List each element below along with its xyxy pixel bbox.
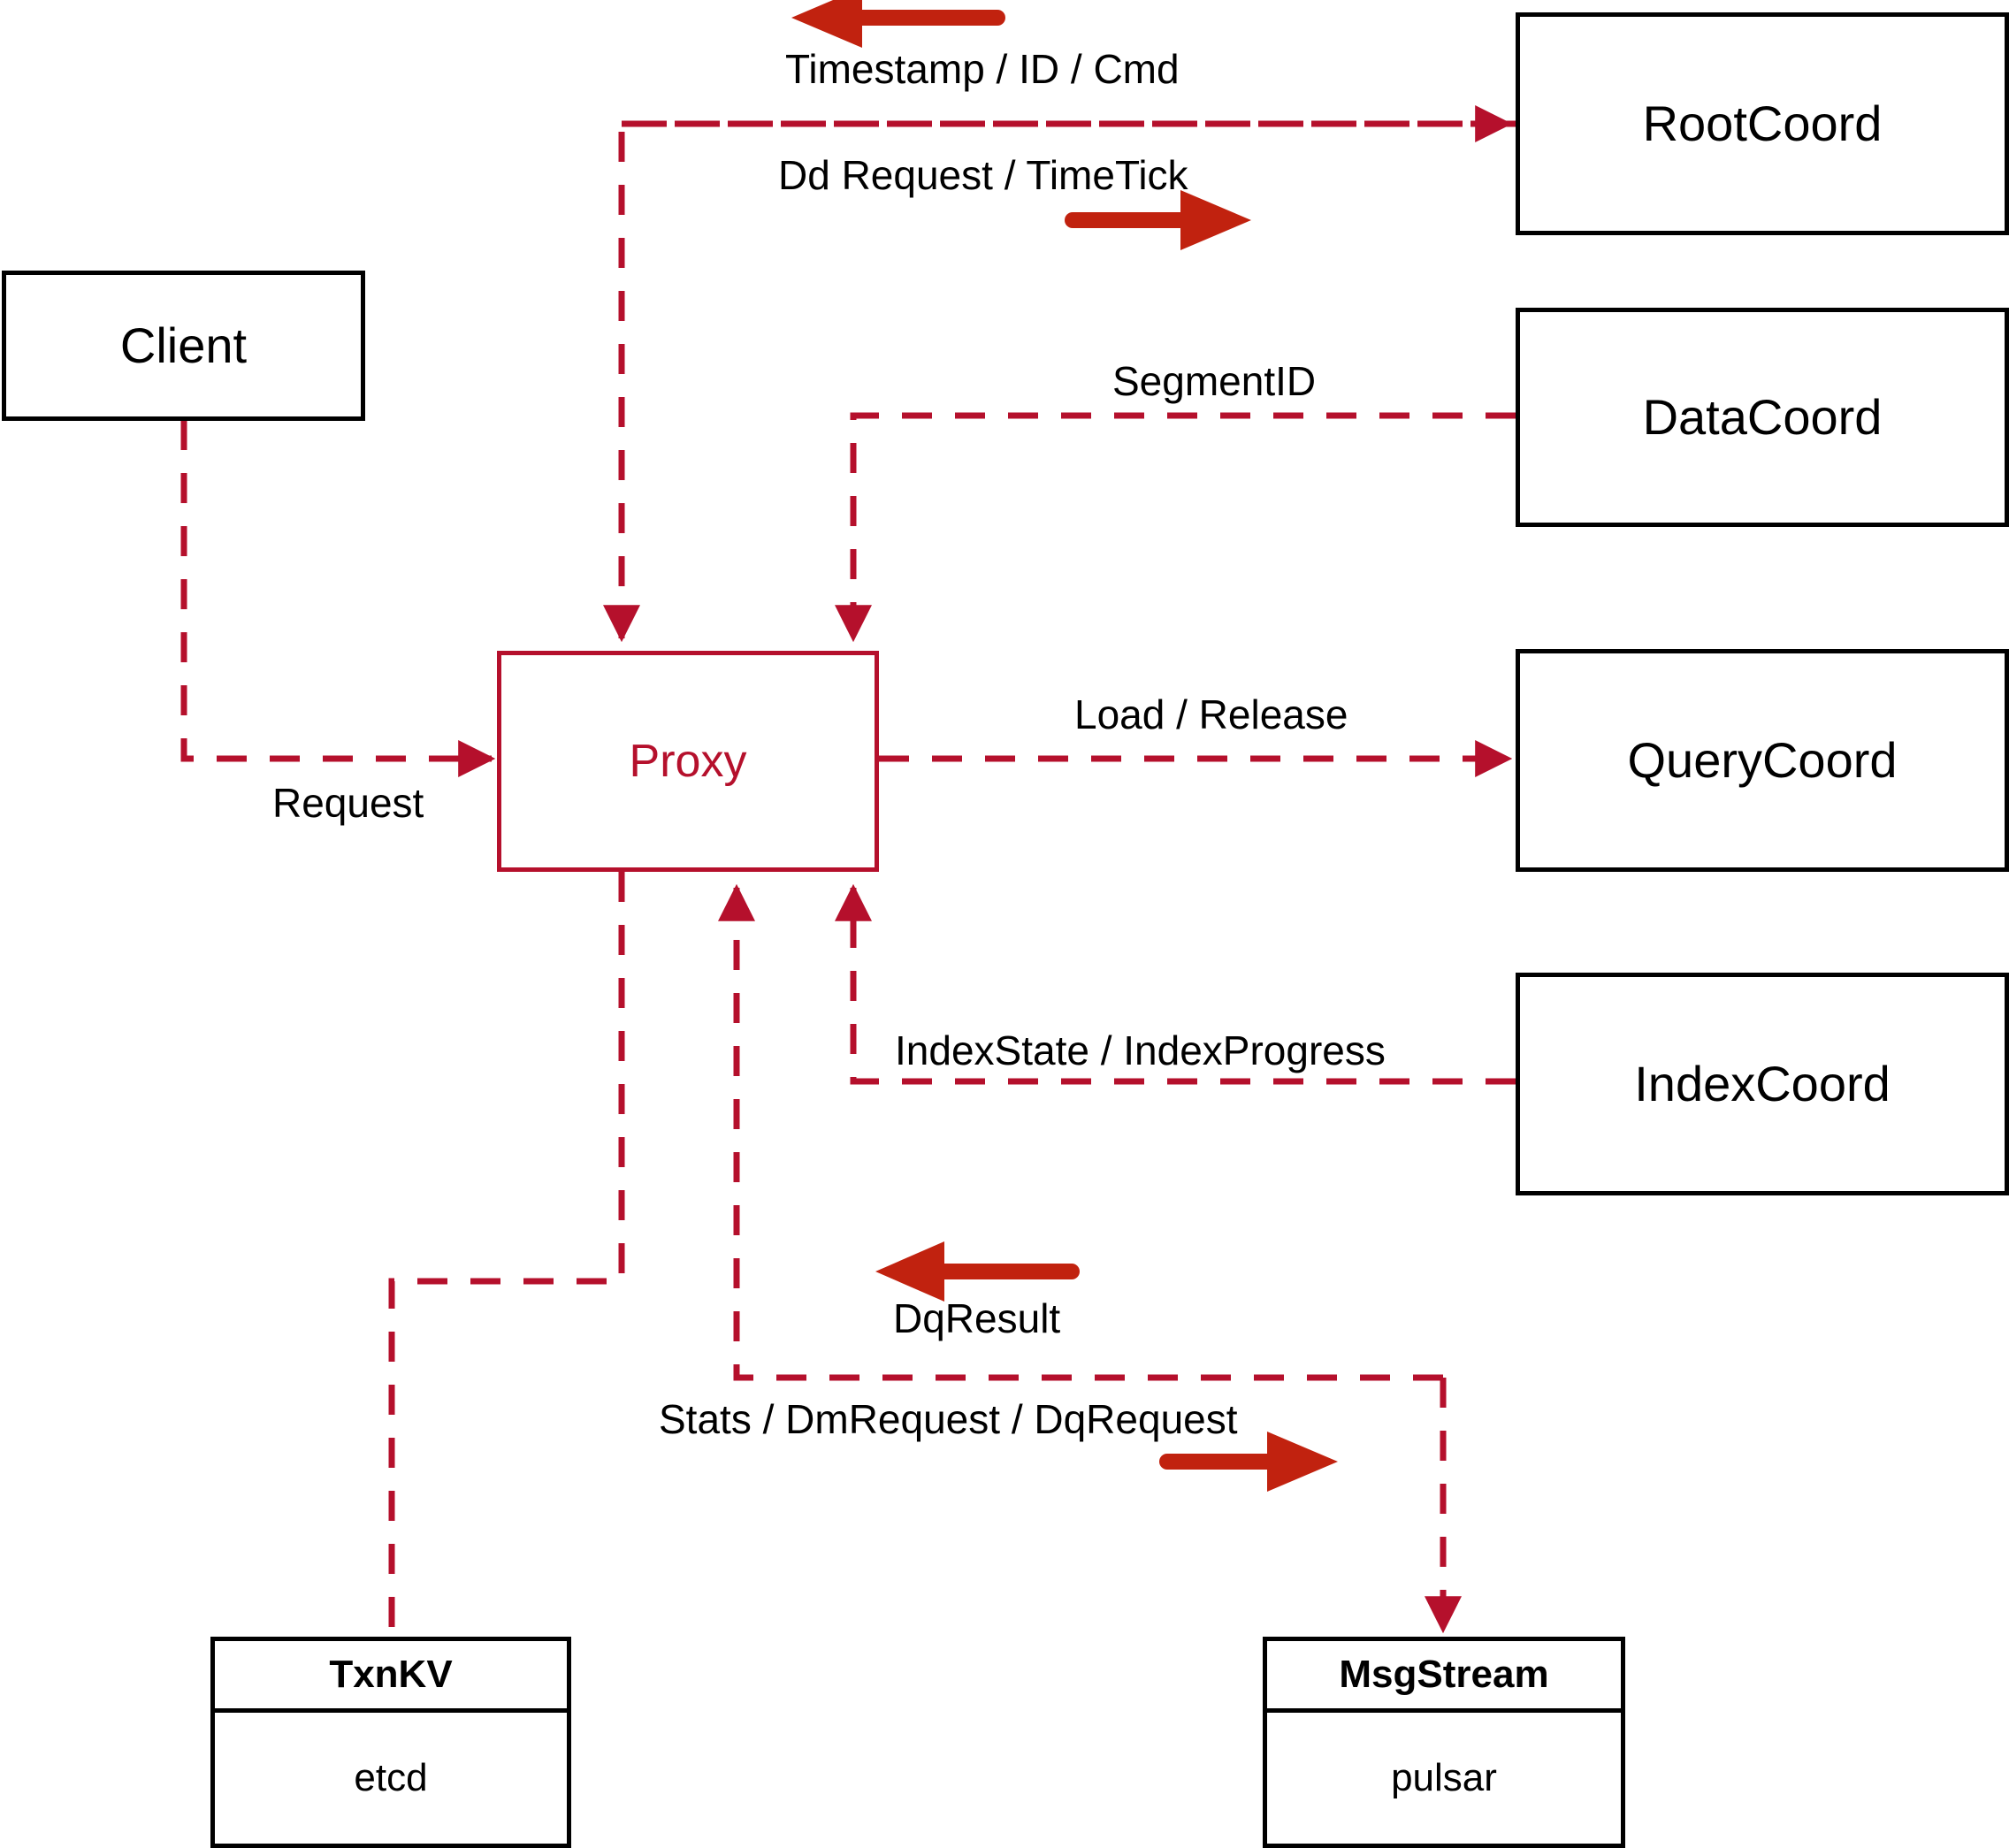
- node-rootcoord[interactable]: RootCoord: [1516, 12, 2009, 235]
- node-client[interactable]: Client: [2, 271, 365, 421]
- edge-client-to-proxy: [180, 420, 496, 777]
- store-txnkv-body: etcd: [215, 1713, 567, 1844]
- store-txnkv-header-label: TxnKV: [329, 1653, 453, 1696]
- node-datacoord-label: DataCoord: [1642, 389, 1883, 445]
- node-datacoord[interactable]: DataCoord: [1516, 308, 2009, 527]
- store-msgstream[interactable]: MsgStream pulsar: [1263, 1637, 1625, 1848]
- store-msgstream-header: MsgStream: [1267, 1641, 1621, 1713]
- node-proxy[interactable]: Proxy: [497, 651, 879, 872]
- edge-label-load-release: Load / Release: [1074, 691, 1348, 737]
- node-indexcoord-label: IndexCoord: [1634, 1056, 1891, 1111]
- store-txnkv[interactable]: TxnKV etcd: [210, 1637, 571, 1848]
- store-msgstream-body: pulsar: [1267, 1713, 1621, 1844]
- edge-label-timestamp-id-cmd: Timestamp / ID / Cmd: [785, 46, 1180, 92]
- edge-label-stats-dmrequest-dqrequest: Stats / DmRequest / DqRequest: [659, 1396, 1238, 1442]
- edge-label-dd-request-timetick: Dd Request / TimeTick: [778, 152, 1188, 198]
- edge-label-dqresult: DqResult: [893, 1295, 1061, 1341]
- edge-label-indexstate-indexprogress: IndexState / IndexProgress: [895, 1027, 1386, 1073]
- direction-arrow-dd-request-timetick: [1065, 190, 1251, 250]
- edge-msgstream-to-proxy: [718, 883, 1443, 1381]
- node-querycoord[interactable]: QueryCoord: [1516, 649, 2009, 872]
- edge-label-segmentid: SegmentID: [1112, 358, 1317, 404]
- node-indexcoord[interactable]: IndexCoord: [1516, 973, 2009, 1195]
- node-rootcoord-label: RootCoord: [1642, 95, 1883, 151]
- edge-indexcoord-to-proxy: [835, 883, 1516, 1085]
- direction-arrow-timestamp-id-cmd: [791, 0, 1005, 48]
- edge-rootcoord-to-proxy: [603, 105, 1516, 643]
- store-msgstream-header-label: MsgStream: [1339, 1653, 1549, 1696]
- store-txnkv-body-label: etcd: [354, 1756, 428, 1799]
- node-client-label: Client: [119, 317, 248, 373]
- edge-label-request: Request: [272, 780, 424, 826]
- edge-datacoord-to-proxy: [835, 412, 1516, 643]
- node-proxy-label: Proxy: [629, 736, 747, 787]
- direction-arrow-dqresult: [875, 1241, 1080, 1302]
- store-txnkv-header: TxnKV: [215, 1641, 567, 1713]
- direction-arrow-stats-dmrequest-dqrequest: [1159, 1432, 1338, 1492]
- edge-proxy-to-txnkv: [388, 872, 625, 1637]
- node-querycoord-label: QueryCoord: [1627, 732, 1898, 788]
- store-msgstream-body-label: pulsar: [1391, 1756, 1497, 1799]
